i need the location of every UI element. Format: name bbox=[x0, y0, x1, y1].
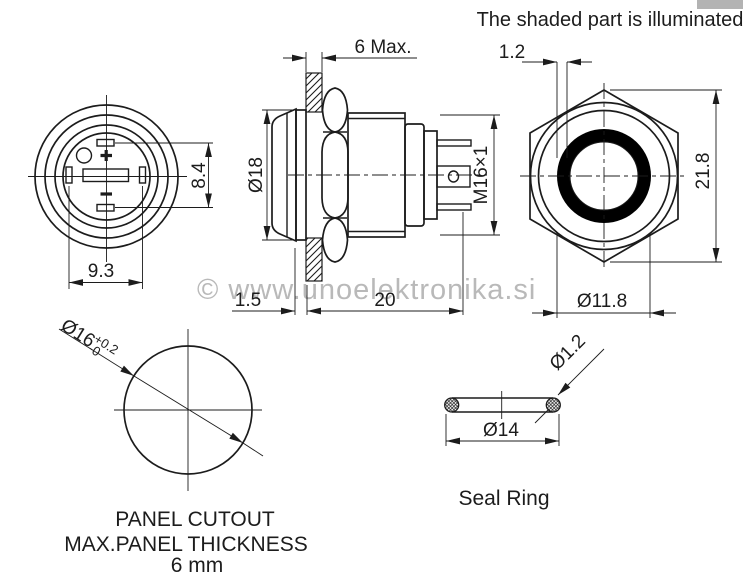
rear-pin-bottom bbox=[96, 203, 115, 212]
dim-6-max: 6 Max. bbox=[354, 37, 411, 58]
caption-max-panel-thickness: MAX.PANEL THICKNESS bbox=[64, 533, 308, 556]
side-hex-nut bbox=[321, 87, 349, 263]
dim-m16x1: M16×1 bbox=[471, 146, 492, 205]
side-panel-lower bbox=[305, 237, 323, 282]
dim-d1-2: Ø1.2 bbox=[546, 331, 590, 375]
rear-terminal-left bbox=[65, 166, 73, 184]
dim-d14: Ø14 bbox=[483, 420, 519, 441]
watermark: © www.unoelektronika.si bbox=[197, 274, 536, 306]
dim-line-d16 bbox=[133, 375, 244, 444]
illumination-note: The shaded part is illuminated bbox=[477, 9, 743, 31]
polarity-plus-icon bbox=[100, 150, 112, 161]
dim-8-4: 8.4 bbox=[189, 162, 210, 189]
rear-pin-top bbox=[96, 138, 115, 147]
caption-panel-cutout: PANEL CUTOUT bbox=[115, 508, 275, 531]
cutout-diameter-label: Ø16 +0.2 -0 bbox=[57, 315, 121, 359]
rear-terminal-right bbox=[138, 166, 147, 184]
page-edge-artifact bbox=[697, 0, 743, 9]
front-view: 1.2 21.8 Ø11.8 bbox=[499, 42, 722, 318]
panel-cutout-view: Ø16 +0.2 -0 PANEL CUTOUT MAX.PANEL THICK… bbox=[57, 315, 308, 577]
side-pin-hole bbox=[447, 170, 460, 183]
side-pin-middle bbox=[436, 165, 471, 188]
dim-1-2: 1.2 bbox=[499, 42, 525, 63]
caption-6mm: 6 mm bbox=[171, 554, 224, 577]
rear-view: 8.4 9.3 bbox=[28, 95, 213, 289]
side-actuator-head bbox=[271, 107, 297, 243]
rear-terminal-center bbox=[82, 168, 130, 183]
caption-seal-ring: Seal Ring bbox=[458, 487, 549, 510]
rear-led-dot bbox=[75, 147, 93, 164]
seal-cross-section-right bbox=[545, 397, 561, 413]
leader-line-d1-2 bbox=[557, 348, 605, 396]
side-pin-top bbox=[436, 139, 472, 147]
dim-d11-8: Ø11.8 bbox=[577, 291, 627, 312]
side-panel-upper bbox=[305, 72, 323, 113]
side-pin-bottom bbox=[436, 203, 472, 211]
seal-cross-section-left bbox=[444, 397, 460, 413]
dim-9-3: 9.3 bbox=[88, 261, 114, 282]
dim-20: 20 bbox=[374, 290, 395, 311]
side-view: 6 Max. Ø18 M16×1 1.5 20 bbox=[232, 37, 500, 315]
seal-ring-view: Ø1.2 Ø14 Seal Ring bbox=[444, 331, 605, 510]
dim-1-5: 1.5 bbox=[235, 290, 261, 311]
dim-21-8: 21.8 bbox=[693, 153, 714, 190]
dim-d18: Ø18 bbox=[246, 157, 267, 193]
